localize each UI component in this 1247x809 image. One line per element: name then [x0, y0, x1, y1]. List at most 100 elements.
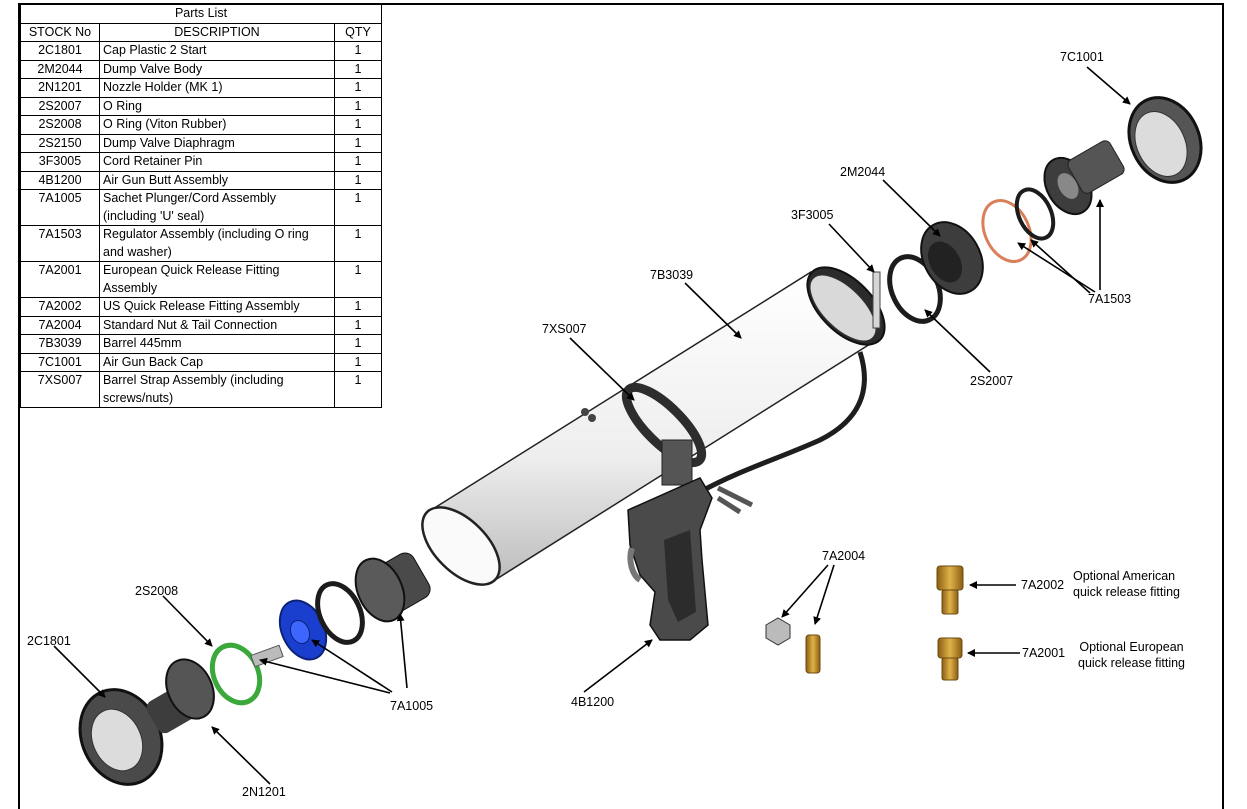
part-description-line: and washer): [103, 244, 172, 259]
part-description: Nozzle Holder (MK 1): [99, 78, 335, 98]
part-description-line: Dump Valve Diaphragm: [103, 135, 235, 150]
part-stock-no: 2C1801: [20, 41, 100, 61]
note-european-line-1: Optional European: [1079, 640, 1184, 654]
part-description: Sachet Plunger/Cord Assembly(including '…: [99, 189, 335, 226]
standard-nut-tail-part: [765, 617, 821, 674]
part-description: US Quick Release Fitting Assembly: [99, 297, 335, 317]
part-stock-no: 2N1201: [20, 78, 100, 98]
callout-2N1201: 2N1201: [242, 785, 286, 799]
part-qty: 1: [334, 41, 382, 61]
part-description-line: screws/nuts): [103, 390, 174, 405]
callout-7XS007: 7XS007: [542, 322, 587, 336]
part-qty: 1: [334, 315, 382, 335]
barrel-strap-part: [581, 382, 707, 486]
callout-7C1001: 7C1001: [1060, 50, 1104, 64]
callout-7A1005: 7A1005: [390, 699, 434, 713]
part-description-line: Standard Nut & Tail Connection: [103, 317, 278, 332]
parts-list-table: Parts List STOCK No DESCRIPTION QTY 2C18…: [20, 4, 382, 408]
cord-retainer-pin-part: [872, 271, 881, 329]
part-description-line: Cord Retainer Pin: [103, 154, 203, 168]
callout-3F3005: 3F3005: [791, 208, 834, 222]
part-qty: 1: [334, 371, 382, 408]
callout-7A1503: 7A1503: [1088, 292, 1132, 306]
part-description-line: European Quick Release Fitting: [103, 263, 280, 277]
note-american-fitting: Optional American quick release fitting: [1073, 568, 1180, 600]
air-gun-back-cap-part: [1127, 96, 1203, 184]
part-qty: 1: [334, 189, 382, 226]
callout-2S2008: 2S2008: [135, 584, 179, 598]
callout-2C1801: 2C1801: [27, 634, 71, 648]
cap-plastic-part: [78, 688, 164, 786]
air-gun-butt-part: [627, 477, 754, 641]
drawing-frame: [18, 3, 1224, 809]
callout-7B3039: 7B3039: [650, 268, 694, 282]
part-description: Cord Retainer Pin: [99, 152, 335, 172]
part-description-line: Sachet Plunger/Cord Assembly: [103, 191, 277, 205]
part-description-line: Barrel Strap Assembly (including: [103, 373, 284, 387]
part-stock-no: 3F3005: [20, 152, 100, 172]
header-description: DESCRIPTION: [99, 22, 335, 42]
part-qty: 1: [334, 170, 382, 190]
part-qty: 1: [334, 115, 382, 135]
part-description-line: US Quick Release Fitting Assembly: [103, 299, 300, 313]
part-description: Cap Plastic 2 Start: [99, 41, 335, 61]
part-description: Air Gun Butt Assembly: [99, 170, 335, 190]
part-stock-no: 7A1503: [20, 225, 100, 262]
dump-valve-body-part: [920, 221, 984, 295]
part-qty: 1: [334, 261, 382, 298]
callout-7A2001: 7A2001: [1022, 646, 1066, 660]
part-stock-no: 2S2007: [20, 96, 100, 116]
part-description-line: Barrel 445mm: [103, 336, 182, 350]
part-qty: 1: [334, 297, 382, 317]
part-stock-no: 7A1005: [20, 189, 100, 226]
header-qty: QTY: [334, 22, 382, 42]
note-european-fitting: Optional European quick release fitting: [1078, 639, 1185, 671]
note-european-line-2: quick release fitting: [1078, 656, 1186, 670]
part-description-line: O Ring (Viton Rubber): [103, 117, 227, 131]
part-stock-no: 7B3039: [20, 334, 100, 354]
leader-lines: [53, 66, 1131, 785]
callout-7A2004: 7A2004: [822, 549, 866, 563]
part-description-line: Air Gun Butt Assembly: [103, 172, 229, 187]
part-description: Dump Valve Body: [99, 59, 335, 79]
part-description-line: Air Gun Back Cap: [103, 354, 204, 369]
header-stock-no: STOCK No: [20, 22, 100, 42]
part-description-line: Nozzle Holder (MK 1): [103, 80, 223, 94]
air-hose-part: [698, 351, 867, 495]
part-stock-no: 2M2044: [20, 59, 100, 79]
part-stock-no: 7C1001: [20, 352, 100, 372]
part-description-line: Assembly: [103, 280, 158, 295]
plunger-bolt-part: [250, 644, 284, 668]
part-stock-no: 7A2001: [20, 261, 100, 298]
part-qty: 1: [334, 352, 382, 372]
part-stock-no: 7A2004: [20, 315, 100, 335]
callout-2S2007: 2S2007: [970, 374, 1014, 388]
note-american-line-1: Optional American: [1073, 569, 1176, 583]
part-qty: 1: [334, 96, 382, 116]
barrel-part: [421, 266, 886, 586]
part-stock-no: 4B1200: [20, 170, 100, 190]
part-description-line: Dump Valve Body: [103, 61, 203, 76]
part-qty: 1: [334, 225, 382, 262]
dump-valve-diaphragm-part: [981, 199, 1033, 263]
part-stock-no: 2S2008: [20, 115, 100, 135]
callout-7A2002: 7A2002: [1021, 578, 1065, 592]
part-stock-no: 7A2002: [20, 297, 100, 317]
nozzle-holder-part: [146, 658, 215, 734]
